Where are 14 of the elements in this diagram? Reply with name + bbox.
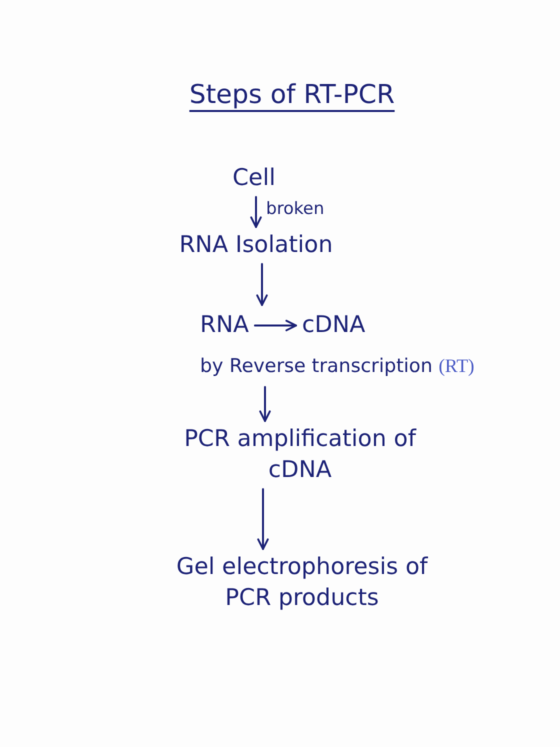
step-text: by Reverse transcription: [200, 355, 433, 377]
step-text: Cell: [232, 163, 276, 194]
step-text: RNA Isolation: [179, 230, 333, 262]
step-text: (RT): [438, 356, 474, 377]
step-text: Gel electrophoresis of PCR products: [158, 552, 446, 614]
arrow: [254, 320, 297, 332]
step-text: RNA: [200, 310, 249, 342]
step-text: cDNA: [302, 310, 366, 342]
arrow: [256, 263, 268, 306]
arrow: [257, 488, 269, 550]
step-text: PCR amplification of cDNA: [171, 424, 429, 486]
arrow: [250, 196, 262, 228]
arrow: [259, 386, 271, 422]
title: Steps of RT-PCR: [189, 80, 395, 110]
